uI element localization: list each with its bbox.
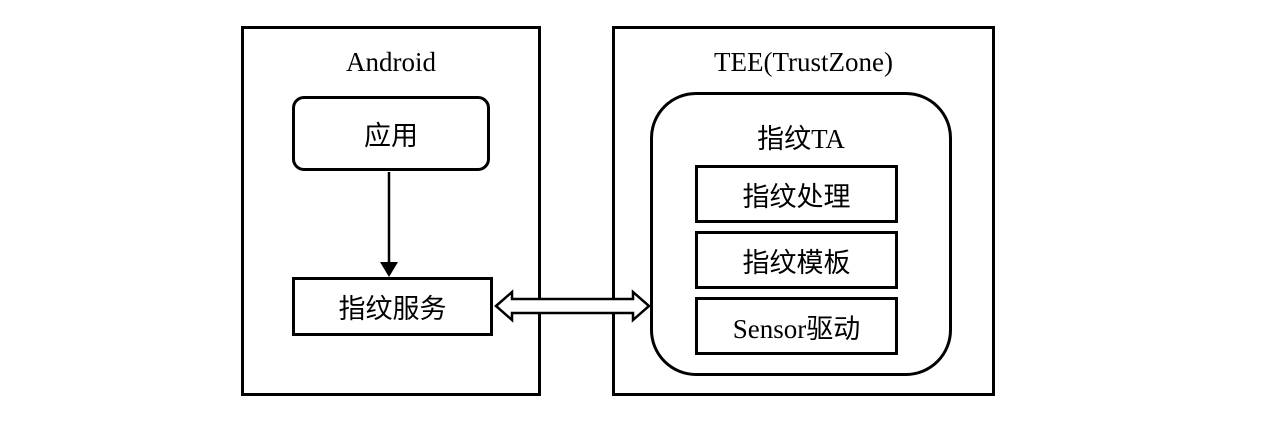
fingerprint-service-box: 指纹服务: [292, 277, 493, 336]
fingerprint-ta-title: 指纹TA: [757, 124, 845, 154]
fingerprint-processing-module: 指纹处理: [695, 165, 898, 223]
app-label: 应用: [364, 121, 418, 151]
module-label-processing: 指纹处理: [742, 181, 851, 212]
module-label-template: 指纹模板: [742, 247, 851, 278]
android-title: Android: [346, 47, 436, 77]
android-container: [241, 26, 541, 396]
fingerprint-service-label: 指纹服务: [338, 294, 447, 324]
tee-title: TEE(TrustZone): [714, 47, 893, 77]
module-label-sensor: Sensor驱动: [732, 313, 861, 344]
fingerprint-template-module: 指纹模板: [695, 231, 898, 289]
app-box: 应用: [292, 96, 490, 171]
sensor-driver-module: Sensor驱动: [695, 297, 898, 355]
